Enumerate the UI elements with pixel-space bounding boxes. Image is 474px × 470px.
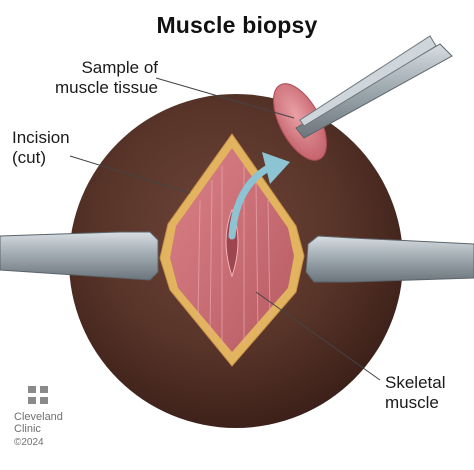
logo-line1: Cleveland xyxy=(14,411,63,423)
incision-label-line2: (cut) xyxy=(12,148,46,167)
sample-label: Sample of muscle tissue xyxy=(44,58,158,98)
sample-label-line1: Sample of xyxy=(81,58,158,77)
skeletal-leader-line xyxy=(255,291,381,381)
page-title: Muscle biopsy xyxy=(156,12,318,38)
sample-label-line2: muscle tissue xyxy=(55,78,158,97)
skeletal-label: Skeletal muscle xyxy=(385,373,445,413)
forceps xyxy=(295,35,453,139)
logo-line2: Clinic xyxy=(14,423,41,435)
skeletal-label-line2: muscle xyxy=(385,393,439,412)
incision-label-line1: Incision xyxy=(12,128,70,147)
incision-label: Incision (cut) xyxy=(12,128,70,168)
sample-leader-line xyxy=(155,77,295,119)
retractor-left xyxy=(0,231,159,281)
incision-leader-line xyxy=(69,155,191,194)
retractor-right xyxy=(305,235,474,283)
logo-mark-icon xyxy=(28,386,48,404)
skeletal-label-line1: Skeletal xyxy=(385,373,446,392)
removal-arrow-head xyxy=(262,152,290,184)
copyright: ©2024 xyxy=(14,437,44,448)
removal-arrow xyxy=(228,162,276,240)
cleveland-clinic-logo: Cleveland Clinic ©2024 xyxy=(14,386,84,448)
